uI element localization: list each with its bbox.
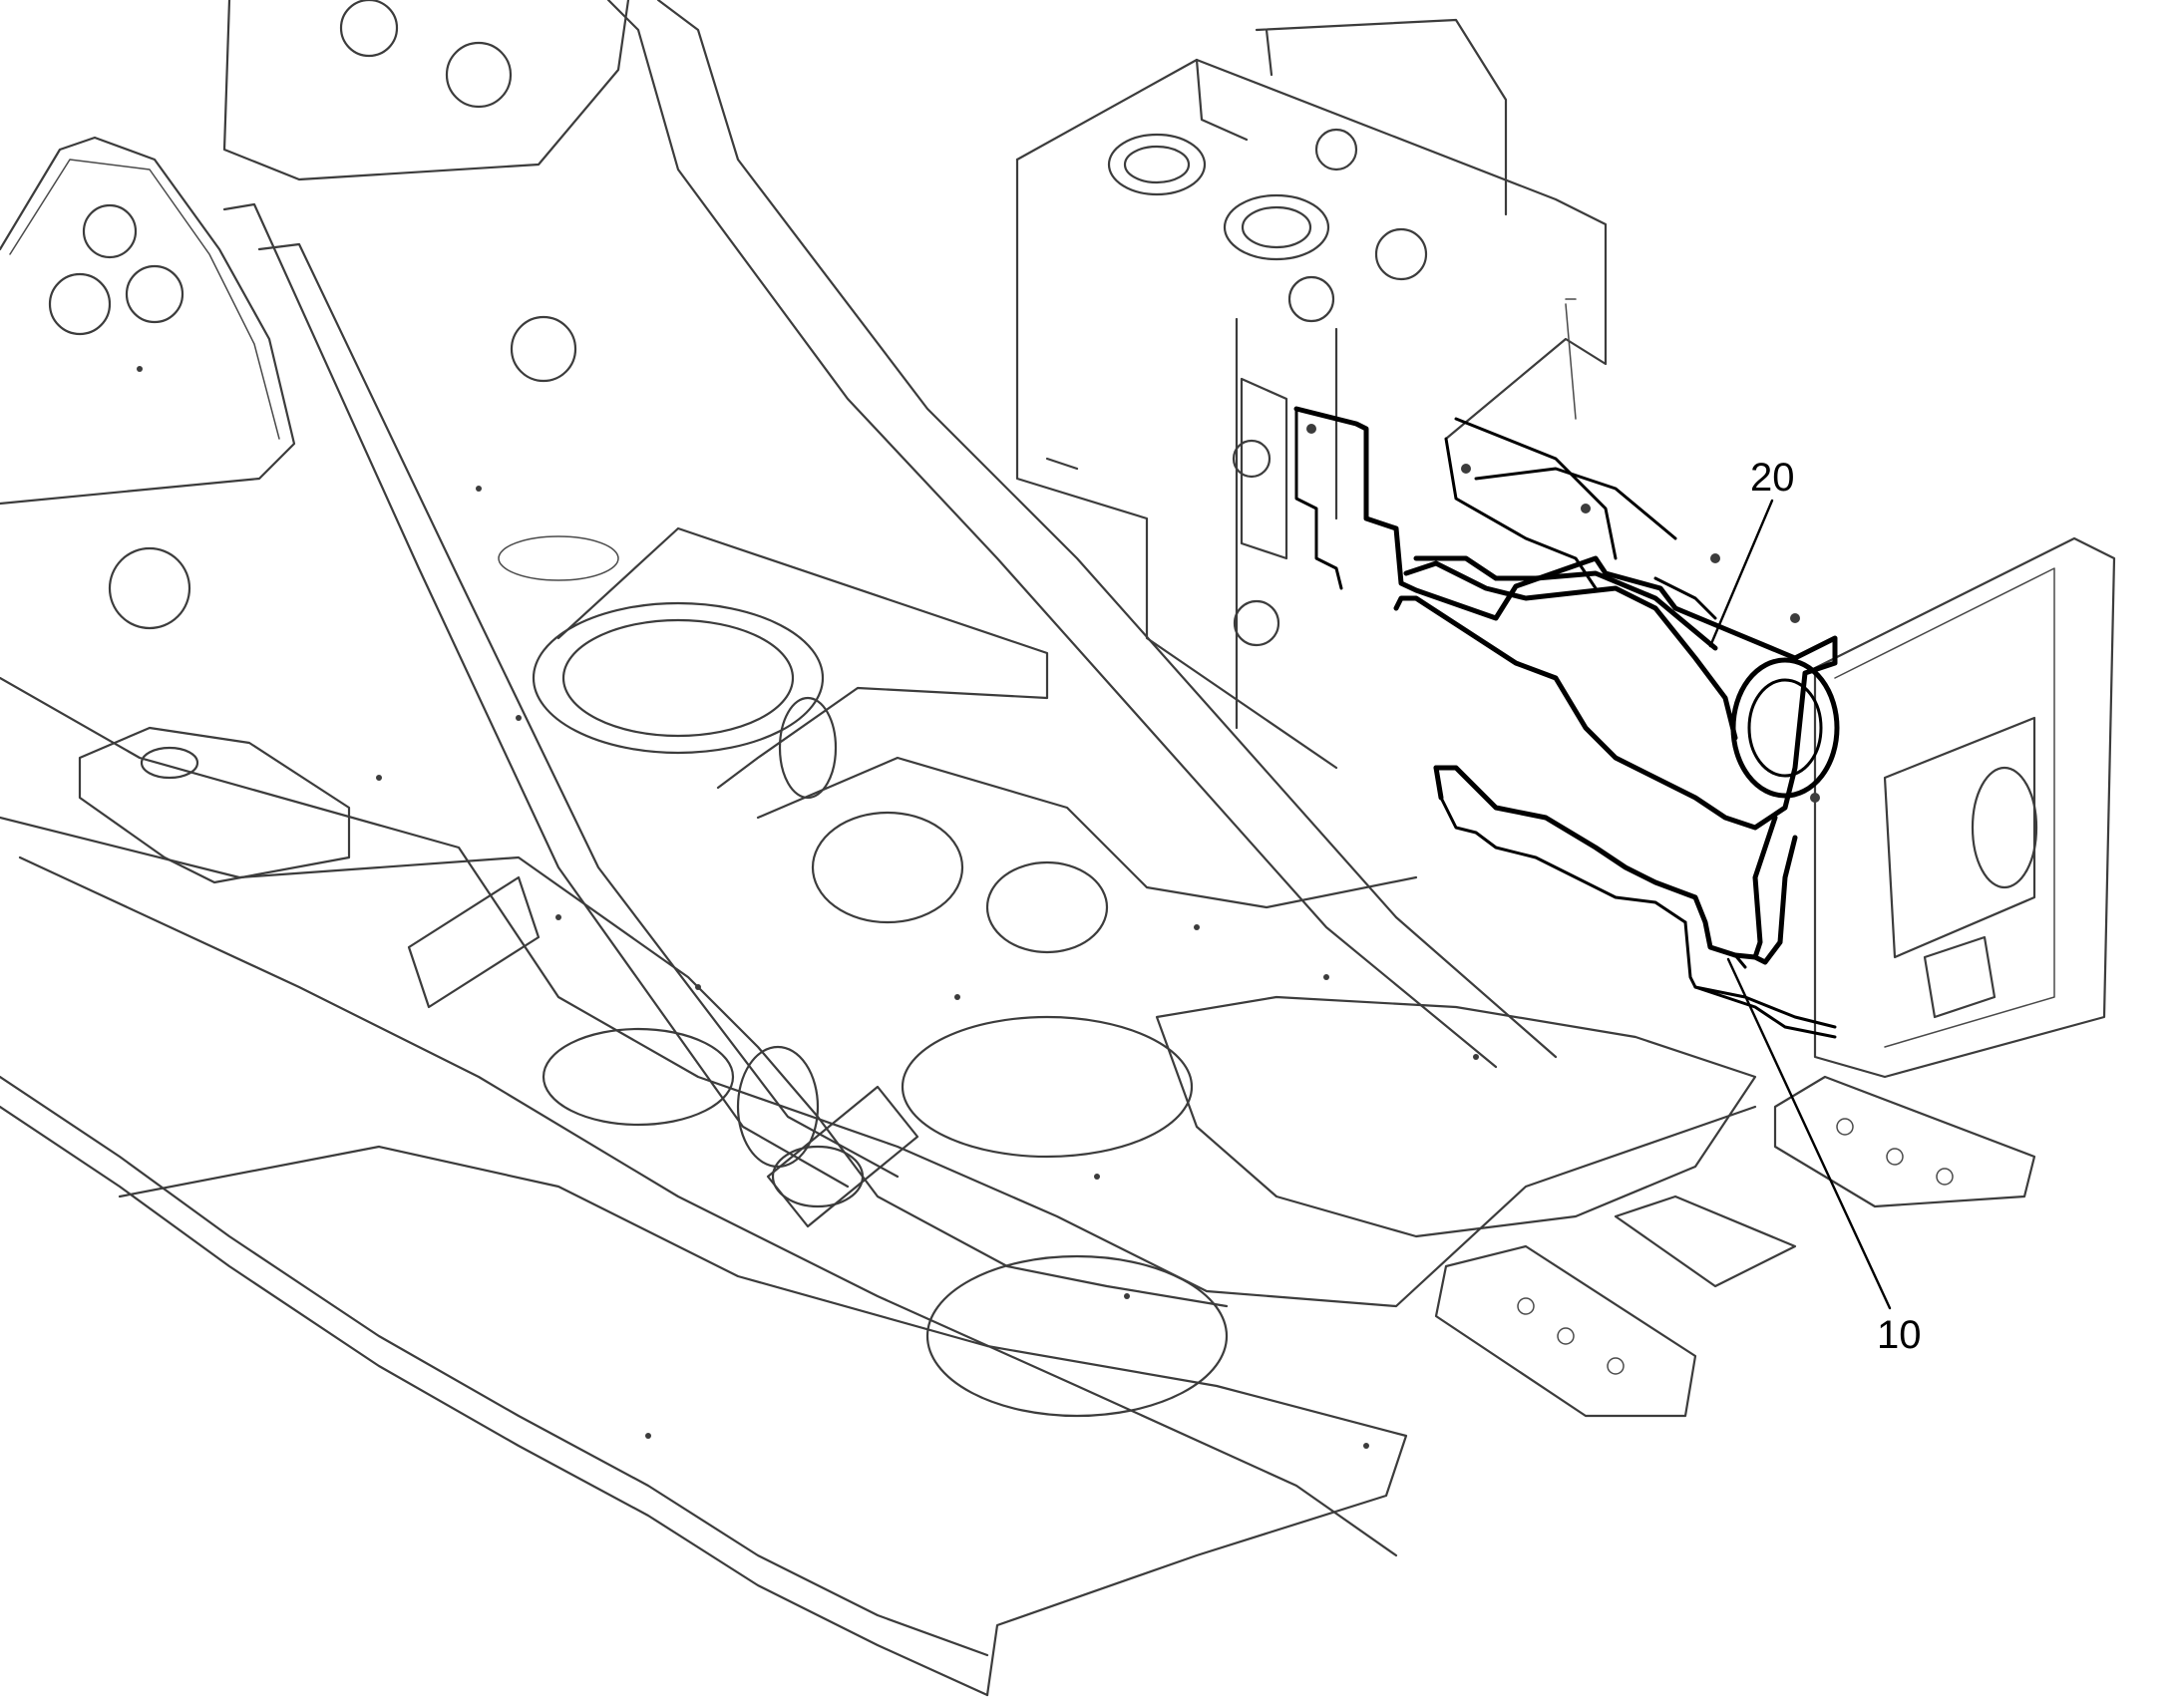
part-20-cover-panel: [1293, 406, 1840, 831]
part-10-lower-baffle: [1433, 765, 1837, 1039]
tank-housing: [1015, 18, 1608, 770]
leader-line-20: [1708, 499, 1774, 648]
callout-20: 20: [1708, 456, 1795, 648]
callout-10: 10: [1726, 957, 1922, 1357]
base-frame: [0, 0, 2036, 1697]
leader-line-10: [1726, 957, 1892, 1310]
callout-label-10: 10: [1877, 1313, 1922, 1357]
rear-frame-panel: [1813, 536, 2116, 1079]
callout-label-20: 20: [1750, 456, 1795, 500]
